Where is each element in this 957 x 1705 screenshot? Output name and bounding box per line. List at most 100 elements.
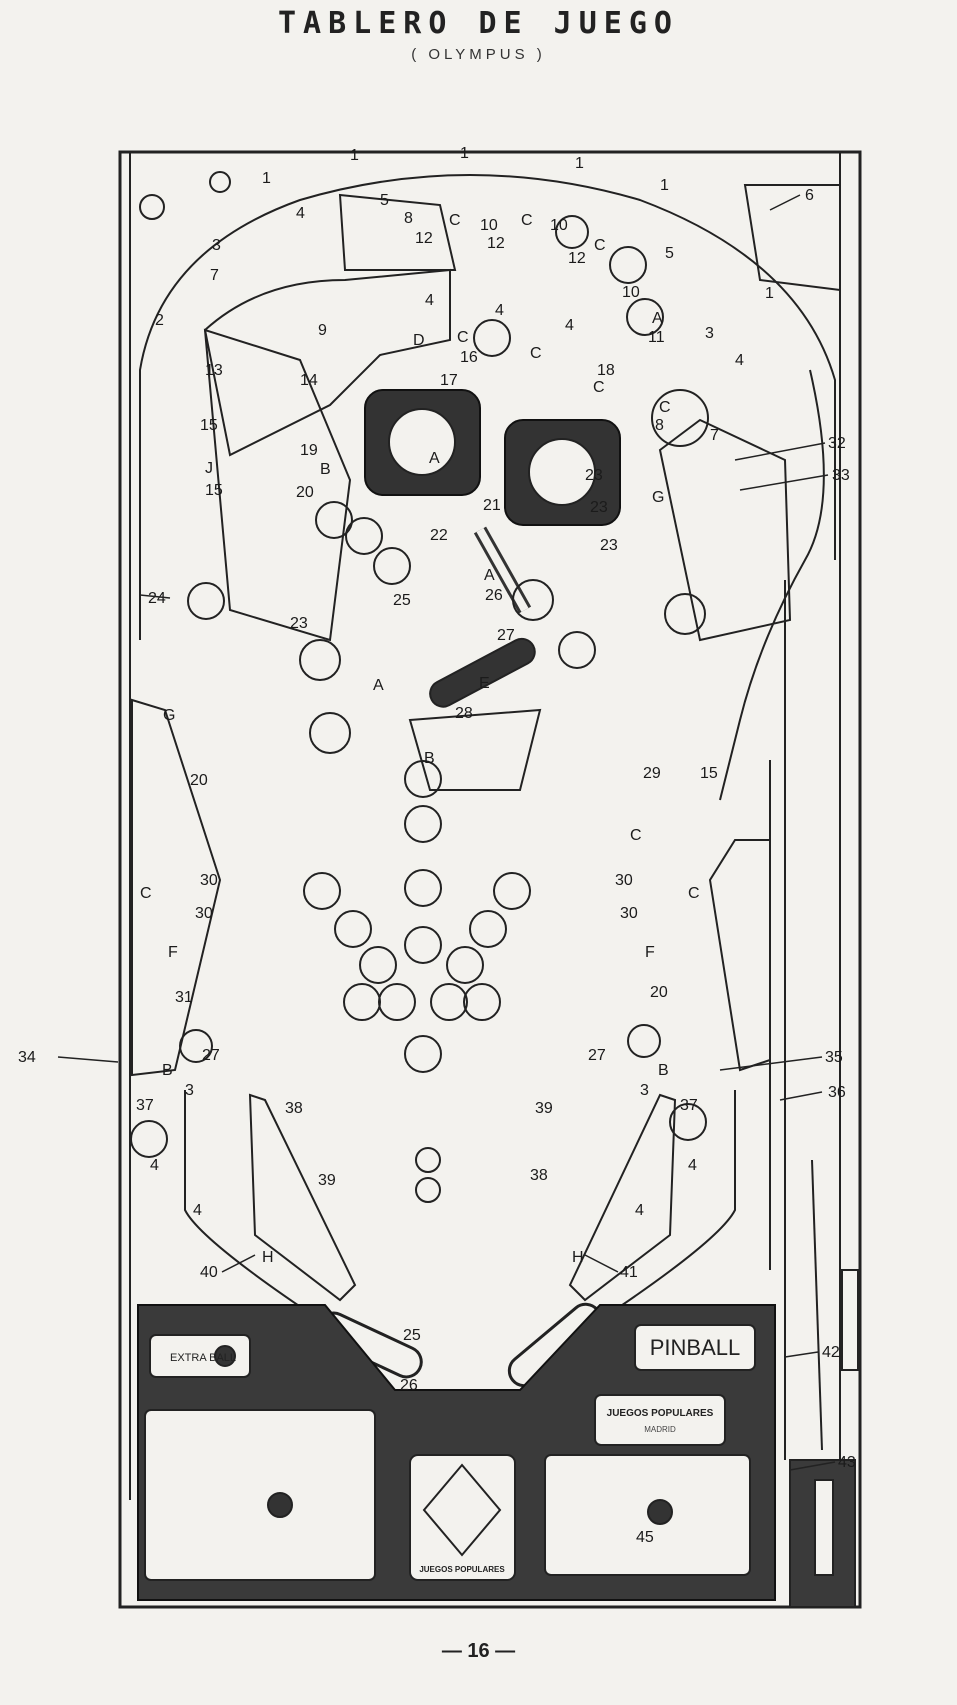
callout-n3d: 3 bbox=[705, 325, 714, 342]
leader-line-n34 bbox=[57, 1056, 119, 1063]
page-subtitle: ( OLYMPUS ) bbox=[411, 46, 546, 63]
pinball-plate bbox=[634, 1324, 756, 1371]
callout-n23c: 23 bbox=[590, 499, 608, 516]
callout-n37a: 37 bbox=[136, 1097, 154, 1114]
callout-lD: D bbox=[413, 332, 425, 349]
pop-target bbox=[309, 712, 351, 754]
callout-n27b: 27 bbox=[202, 1047, 220, 1064]
callout-n21: 21 bbox=[483, 497, 501, 514]
callout-n15c: 15 bbox=[700, 765, 718, 782]
callout-n8a: 8 bbox=[404, 210, 413, 227]
callout-n28: 28 bbox=[455, 705, 473, 722]
callout-n13: 13 bbox=[205, 362, 223, 379]
callout-lG1: G bbox=[163, 707, 175, 724]
top-left-ramp bbox=[338, 193, 457, 271]
callout-n4a: 4 bbox=[296, 205, 305, 222]
callout-n1d: 1 bbox=[575, 155, 584, 172]
pop-target bbox=[626, 298, 664, 336]
extra-ball-lamp bbox=[214, 1345, 236, 1367]
callout-n26b: 26 bbox=[400, 1377, 418, 1394]
callout-n43: 43 bbox=[838, 1454, 856, 1471]
callout-n16: 16 bbox=[460, 349, 478, 366]
pop-target bbox=[404, 926, 442, 964]
callout-n40: 40 bbox=[200, 1264, 218, 1281]
callout-n20a: 20 bbox=[296, 484, 314, 501]
callout-n30c: 30 bbox=[615, 872, 633, 889]
callout-lA2: A bbox=[484, 567, 495, 584]
pop-target bbox=[469, 910, 507, 948]
pop-target bbox=[473, 319, 511, 357]
callout-n4d: 4 bbox=[565, 317, 574, 334]
playfield-outline bbox=[118, 150, 862, 1609]
callout-n4i: 4 bbox=[688, 1157, 697, 1174]
leader-line-n6 bbox=[769, 194, 801, 211]
callout-lB4: B bbox=[658, 1062, 669, 1079]
pinball-label: PINBALL bbox=[650, 1335, 741, 1360]
left-slingshot bbox=[248, 1093, 357, 1302]
callout-lE: E bbox=[479, 675, 490, 692]
callout-n12a: 12 bbox=[415, 230, 433, 247]
leader-line-n36 bbox=[779, 1091, 823, 1101]
pop-target bbox=[664, 593, 706, 635]
pop-target bbox=[555, 215, 589, 249]
callout-n31: 31 bbox=[175, 989, 193, 1006]
leader-line-n40 bbox=[221, 1254, 256, 1273]
callout-n34: 34 bbox=[18, 1049, 36, 1066]
callout-lC5: C bbox=[530, 345, 542, 362]
callout-lH1: H bbox=[262, 1249, 274, 1266]
callout-lF1: F bbox=[168, 944, 178, 961]
callout-lC1: C bbox=[449, 212, 461, 229]
callout-n23d: 23 bbox=[600, 537, 618, 554]
callout-n4e: 4 bbox=[735, 352, 744, 369]
right-inlane-guide bbox=[599, 1090, 736, 1321]
callout-n30d: 30 bbox=[620, 905, 638, 922]
bumper-left-cap bbox=[388, 408, 456, 476]
callout-n3b: 3 bbox=[185, 1082, 194, 1099]
callout-n1a: 1 bbox=[262, 170, 271, 187]
callout-n1b: 1 bbox=[350, 147, 359, 164]
right-score-lamp bbox=[647, 1499, 673, 1525]
callout-lC4: C bbox=[457, 329, 469, 346]
callout-n20c: 20 bbox=[650, 984, 668, 1001]
callout-n39b: 39 bbox=[535, 1100, 553, 1117]
callout-lC9: C bbox=[688, 885, 700, 902]
callout-n14: 14 bbox=[300, 372, 318, 389]
center-upper-kicker bbox=[429, 637, 536, 708]
callout-n20b: 20 bbox=[190, 772, 208, 789]
pop-target bbox=[378, 983, 416, 1021]
callout-n23a: 23 bbox=[290, 615, 308, 632]
callout-lJ: J bbox=[205, 460, 213, 477]
page-number: — 16 — bbox=[441, 1640, 516, 1662]
pop-target bbox=[209, 171, 231, 193]
callout-n1e: 1 bbox=[660, 177, 669, 194]
maker-plate bbox=[594, 1394, 726, 1446]
pop-target bbox=[179, 1029, 213, 1063]
callout-lA3: A bbox=[373, 677, 384, 694]
callout-n3a: 3 bbox=[212, 237, 221, 254]
callout-lG2: G bbox=[652, 489, 664, 506]
callout-n35: 35 bbox=[825, 1049, 843, 1066]
center-kicker-frame bbox=[408, 708, 542, 791]
left-score-lamp bbox=[267, 1492, 293, 1518]
callout-n41: 41 bbox=[620, 1264, 638, 1281]
pop-target bbox=[415, 1147, 441, 1173]
leader-line-n24 bbox=[139, 594, 171, 599]
callout-lA1: A bbox=[429, 450, 440, 467]
pop-target bbox=[512, 579, 554, 621]
shooter-lane-guide bbox=[811, 1159, 823, 1451]
pop-target bbox=[130, 1120, 168, 1158]
pop-target bbox=[404, 760, 442, 798]
pop-target bbox=[139, 194, 165, 220]
upper-left-kicker-lane bbox=[203, 268, 451, 457]
leader-line-n32 bbox=[734, 442, 826, 461]
callout-n17: 17 bbox=[440, 372, 458, 389]
callout-n9: 9 bbox=[318, 322, 327, 339]
callout-n38b: 38 bbox=[530, 1167, 548, 1184]
logo-caption: JUEGOS POPULARES bbox=[419, 1565, 505, 1574]
pop-target bbox=[334, 910, 372, 948]
maker-label: JUEGOS POPULARES bbox=[607, 1408, 714, 1419]
callout-n25b: 25 bbox=[403, 1327, 421, 1344]
pop-target bbox=[404, 805, 442, 843]
callout-lC3: C bbox=[594, 237, 606, 254]
